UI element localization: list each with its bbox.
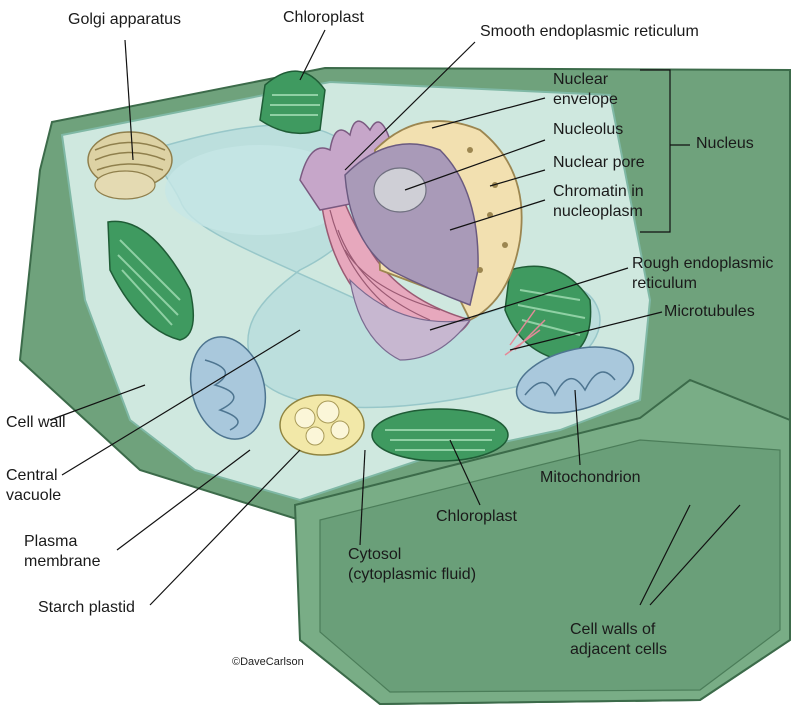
label-chloroplast-bottom: Chloroplast: [436, 508, 517, 525]
chloroplast-left: [107, 220, 195, 341]
golgi-apparatus: [87, 131, 173, 200]
label-plasma-membrane-line2: membrane: [24, 553, 101, 570]
label-microtubules: Microtubules: [664, 303, 755, 320]
microtubules: [504, 309, 546, 356]
label-plasma-membrane-line1: Plasma: [24, 533, 78, 550]
label-nuclear-pore: Nuclear pore: [553, 154, 645, 171]
label-golgi-apparatus: Golgi apparatus: [68, 11, 181, 28]
credit-text: ©DaveCarlson: [232, 656, 304, 668]
label-nucleus: Nucleus: [696, 135, 754, 152]
label-chromatin-line1: Chromatin in: [553, 183, 644, 200]
nucleus: [344, 120, 523, 361]
mitochondrion-right: [515, 346, 635, 414]
label-rough-er-line2: reticulum: [632, 275, 697, 292]
label-rough-er-line1: Rough endoplasmic: [632, 255, 774, 272]
starch-plastid: [279, 394, 365, 456]
label-nucleolus: Nucleolus: [553, 121, 624, 138]
label-central-vacuole-line2: vacuole: [6, 487, 62, 504]
label-adjacent-walls-line1: Cell walls of: [570, 621, 656, 638]
label-central-vacuole-line1: Central: [6, 467, 58, 484]
label-starch-plastid: Starch plastid: [38, 599, 135, 616]
leader-lines: [49, 29, 741, 606]
label-nuclear-envelope-line2: envelope: [553, 91, 618, 108]
label-nuclear-envelope-line1: Nuclear: [553, 71, 609, 88]
label-cytosol-line2: (cytoplasmic fluid): [348, 566, 477, 583]
chloroplast-right: [504, 265, 592, 361]
label-adjacent-walls-line2: adjacent cells: [570, 641, 667, 658]
label-cell-wall: Cell wall: [6, 414, 66, 431]
chloroplast-top: [259, 70, 326, 135]
chloroplast-bottom: [371, 408, 509, 462]
label-mitochondrion: Mitochondrion: [540, 469, 641, 486]
label-cytosol-line1: Cytosol: [348, 546, 402, 563]
label-smooth-er: Smooth endoplasmic reticulum: [480, 23, 699, 40]
label-chloroplast-top: Chloroplast: [283, 9, 364, 26]
label-chromatin-line2: nucleoplasm: [553, 203, 643, 220]
